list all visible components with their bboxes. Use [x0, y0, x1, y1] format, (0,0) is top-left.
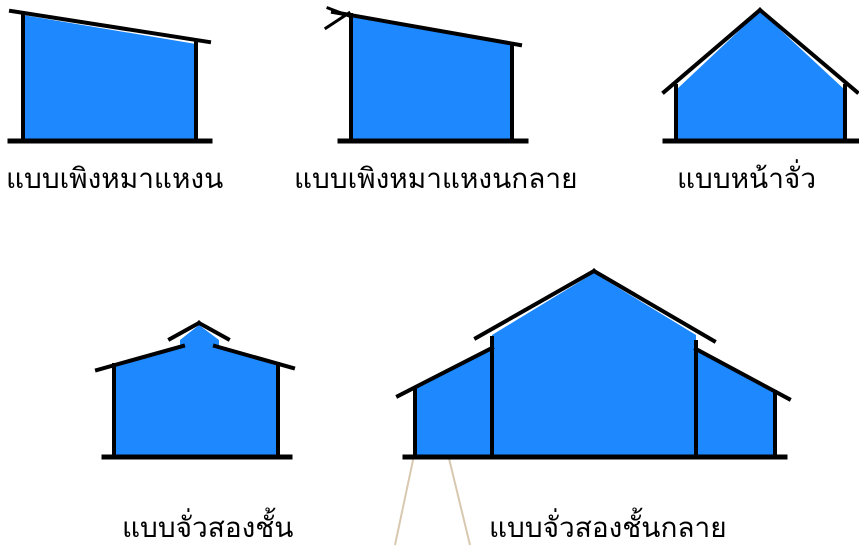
shed-roof-house	[7, 8, 213, 144]
caption-two-tier-gable-variant: แบบจั่วสองชั้นกลาย	[489, 511, 727, 544]
caption-gable-roof: แบบหน้าจั่ว	[677, 162, 817, 195]
gable-roof-house	[661, 7, 859, 144]
caption-two-tier-gable: แบบจั่วสองชั้น	[122, 511, 294, 544]
two-tier-gable-variant-house	[395, 268, 792, 460]
caption-shed-roof: แบบเพิงหมาแหงน	[6, 162, 224, 195]
caption-shed-roof-variant: แบบเพิงหมาแหงนกลาย	[294, 162, 578, 195]
shed-roof-variant-house	[323, 6, 529, 144]
two-tier-gable-house	[94, 320, 296, 460]
